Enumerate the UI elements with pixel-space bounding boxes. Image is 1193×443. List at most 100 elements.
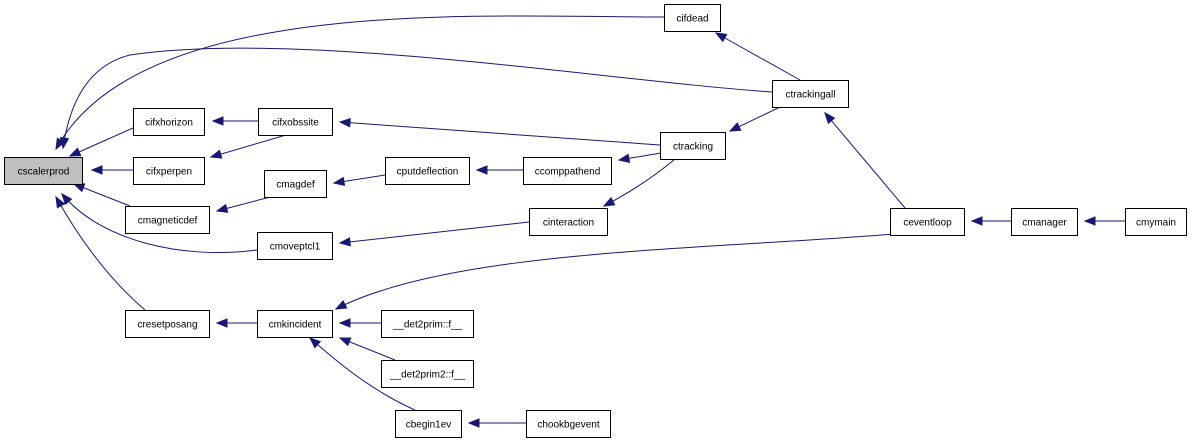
- node-box[interactable]: [523, 157, 612, 185]
- node-box[interactable]: [385, 157, 470, 185]
- edge-chookbgevent-to-cbegin1ev: [467, 418, 526, 428]
- edge-ctrackingall-to-cscalerprod: [59, 47, 773, 150]
- edge-arrowhead: [334, 299, 348, 310]
- node-label: cifdead: [676, 14, 708, 25]
- edges-layer: [55, 15, 1125, 428]
- node-box[interactable]: [529, 208, 608, 236]
- edge-arrowhead: [714, 32, 728, 43]
- node-cputdeflection[interactable]: cputdeflection: [385, 157, 470, 185]
- node-label: ctrackingall: [785, 90, 835, 101]
- edge-arrowhead: [68, 147, 82, 157]
- node-ceventloop[interactable]: ceventloop: [890, 208, 965, 236]
- node-cscalerprod[interactable]: cscalerprod: [4, 157, 83, 185]
- node-cmagneticdef[interactable]: cmagneticdef: [125, 206, 210, 234]
- node-cifdead[interactable]: cifdead: [664, 4, 721, 32]
- edge-line: [309, 337, 416, 411]
- edge-arrowhead: [467, 418, 480, 428]
- edge-arrowhead: [215, 318, 228, 328]
- edge-arrowhead: [59, 136, 70, 150]
- edge-arrowhead: [215, 203, 229, 213]
- node-label: cmagdef: [276, 180, 315, 191]
- node-cifxperpen[interactable]: cifxperpen: [133, 157, 205, 185]
- node-box[interactable]: [257, 310, 333, 338]
- node-box[interactable]: [381, 310, 474, 338]
- node-cmanager[interactable]: cmanager: [1011, 208, 1078, 236]
- node-box[interactable]: [664, 4, 721, 32]
- edge-line: [61, 193, 258, 253]
- edge-cmoveptcl1-to-cscalerprod: [61, 192, 258, 253]
- node-box[interactable]: [125, 310, 210, 338]
- node-chookbgevent[interactable]: chookbgevent: [526, 410, 611, 438]
- node-box[interactable]: [133, 108, 205, 136]
- node-box[interactable]: [1125, 208, 1187, 236]
- node-cinteraction[interactable]: cinteraction: [529, 208, 608, 236]
- node-box[interactable]: [258, 108, 333, 136]
- edge-arrowhead: [602, 196, 616, 207]
- node-box[interactable]: [526, 410, 611, 438]
- edge-arrowhead: [970, 216, 983, 226]
- node-det2prim2_f[interactable]: __det2prim2::f__: [381, 360, 474, 388]
- node-box[interactable]: [125, 206, 210, 234]
- node-label: cifxobssite: [272, 118, 319, 129]
- edge-arrowhead: [90, 165, 103, 175]
- edge-line: [603, 158, 676, 207]
- node-label: ceventloop: [903, 218, 952, 229]
- node-box[interactable]: [660, 132, 726, 160]
- node-label: ctracking: [673, 142, 713, 153]
- edge-ctracking-to-ccomppathend: [617, 151, 668, 163]
- node-label: cmymain: [1136, 218, 1176, 229]
- node-box[interactable]: [395, 410, 462, 438]
- edge-line: [339, 221, 530, 244]
- node-label: cmkincident: [269, 320, 322, 331]
- edge-cmymain-to-cmanager: [1083, 216, 1125, 226]
- edge-det2prim2_f-to-cmkincident: [338, 337, 396, 361]
- node-box[interactable]: [890, 208, 965, 236]
- node-box[interactable]: [264, 170, 327, 198]
- node-label: chookbgevent: [537, 420, 599, 431]
- node-ccomppathend[interactable]: ccomppathend: [523, 157, 612, 185]
- node-label: cinteraction: [543, 218, 594, 229]
- node-cbegin1ev[interactable]: cbegin1ev: [395, 410, 462, 438]
- edge-arrowhead: [475, 165, 488, 175]
- node-box[interactable]: [133, 157, 205, 185]
- edge-arrowhead: [55, 195, 66, 209]
- node-det2prim_f[interactable]: __det2prim::f__: [381, 310, 474, 338]
- node-cmagdef[interactable]: cmagdef: [264, 170, 327, 198]
- node-label: cmoveptcl1: [270, 242, 321, 253]
- node-ctracking[interactable]: ctracking: [660, 132, 726, 160]
- edge-ctrackingall-to-cifdead: [714, 32, 801, 81]
- edge-cbegin1ev-to-cmkincident: [308, 337, 416, 411]
- node-box[interactable]: [1011, 208, 1078, 236]
- edge-arrowhead: [728, 122, 742, 132]
- edge-cresetposang-to-cscalerprod: [55, 195, 146, 311]
- node-cresetposang[interactable]: cresetposang: [125, 310, 210, 338]
- edge-arrowhead: [72, 183, 86, 193]
- edge-arrowhead: [338, 337, 352, 347]
- edge-ccomppathend-to-cputdeflection: [475, 165, 523, 175]
- node-cifxobssite[interactable]: cifxobssite: [258, 108, 333, 136]
- edge-cifxobssite-to-cifxperpen: [209, 134, 287, 159]
- edge-cinteraction-to-cmoveptcl1: [338, 221, 530, 247]
- node-box[interactable]: [4, 157, 83, 185]
- node-cifxhorizon[interactable]: cifxhorizon: [133, 108, 205, 136]
- node-ctrackingall[interactable]: ctrackingall: [772, 80, 849, 108]
- edge-cmkincident-to-cresetposang: [215, 318, 257, 328]
- node-label: cputdeflection: [397, 167, 459, 178]
- edge-line: [824, 112, 906, 209]
- node-label: cscalerprod: [18, 167, 70, 178]
- node-label: cifxperpen: [146, 167, 192, 178]
- node-cmkincident[interactable]: cmkincident: [257, 310, 333, 338]
- node-cmoveptcl1[interactable]: cmoveptcl1: [257, 232, 333, 260]
- edge-det2prim_f-to-cmkincident: [338, 318, 381, 328]
- node-label: __det2prim::f__: [392, 320, 463, 331]
- edge-cputdeflection-to-cmagdef: [332, 174, 386, 187]
- edge-ctrackingall-to-ctracking: [728, 106, 781, 132]
- node-label: cmanager: [1022, 218, 1067, 229]
- edge-cmagdef-to-cmagneticdef: [215, 196, 271, 213]
- edge-arrowhead: [1083, 216, 1096, 226]
- node-box[interactable]: [257, 232, 333, 260]
- node-box[interactable]: [381, 360, 474, 388]
- node-cmymain[interactable]: cmymain: [1125, 208, 1187, 236]
- node-box[interactable]: [772, 80, 849, 108]
